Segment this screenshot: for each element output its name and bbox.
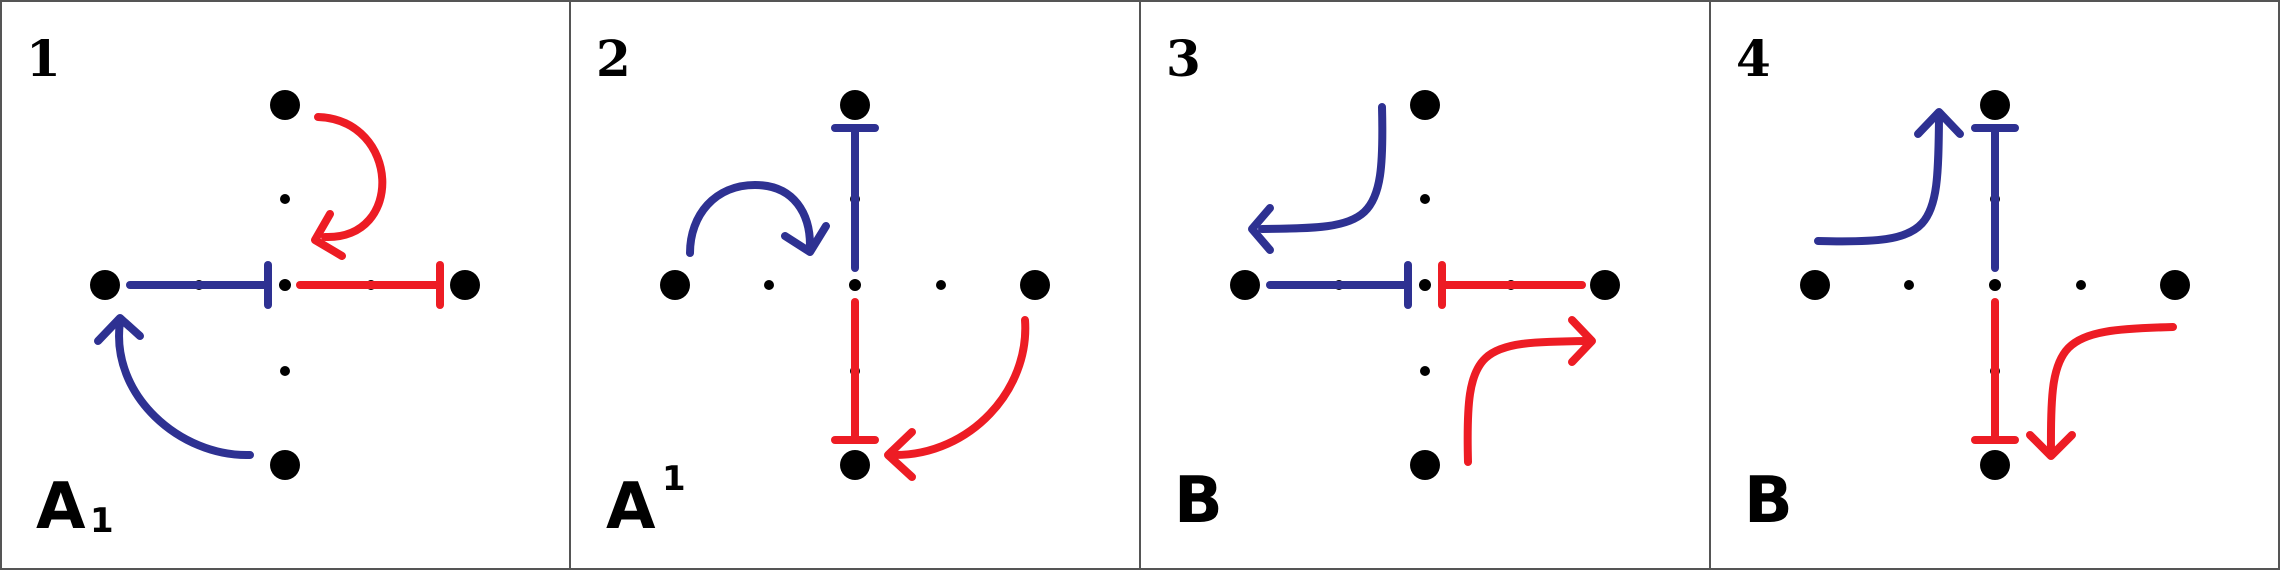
panel-label: A xyxy=(606,470,656,544)
panel-4: 4 B xyxy=(1736,29,2190,538)
blue-curved-arrow xyxy=(1248,103,1387,254)
panel-label-superscript: 1 xyxy=(662,459,686,499)
panel-2: 2 A 1 xyxy=(596,29,1050,544)
blue-inhibit-bar xyxy=(1266,261,1412,309)
blue-curved-arrow xyxy=(1814,108,1964,246)
blue-curved-arrow xyxy=(94,314,254,460)
panel-label: A xyxy=(36,470,86,544)
blue-inhibit-bar xyxy=(1971,124,2019,272)
blue-inhibit-bar xyxy=(126,261,272,309)
red-curved-arrow xyxy=(311,113,387,260)
red-curved-arrow xyxy=(2026,323,2177,460)
red-inhibit-bar xyxy=(1438,261,1586,309)
blue-curved-arrow xyxy=(686,181,830,257)
red-inhibit-bar xyxy=(296,261,444,309)
blue-inhibit-bar xyxy=(831,124,879,272)
red-curved-arrow xyxy=(884,316,1030,481)
panel-number: 4 xyxy=(1736,29,1771,88)
panel-1: 1 A 1 xyxy=(26,29,480,544)
red-inhibit-bar xyxy=(1971,298,2019,444)
red-inhibit-bar xyxy=(831,298,879,444)
panel-number: 3 xyxy=(1166,29,1201,88)
red-curved-arrow xyxy=(1463,316,1596,466)
panel-number: 2 xyxy=(596,29,631,88)
panel-label: B xyxy=(1174,464,1223,538)
panel-3: 3 B xyxy=(1166,29,1620,538)
panel-number: 1 xyxy=(26,29,61,88)
panel-label-subscript: 1 xyxy=(90,501,114,541)
panel-label: B xyxy=(1744,464,1793,538)
